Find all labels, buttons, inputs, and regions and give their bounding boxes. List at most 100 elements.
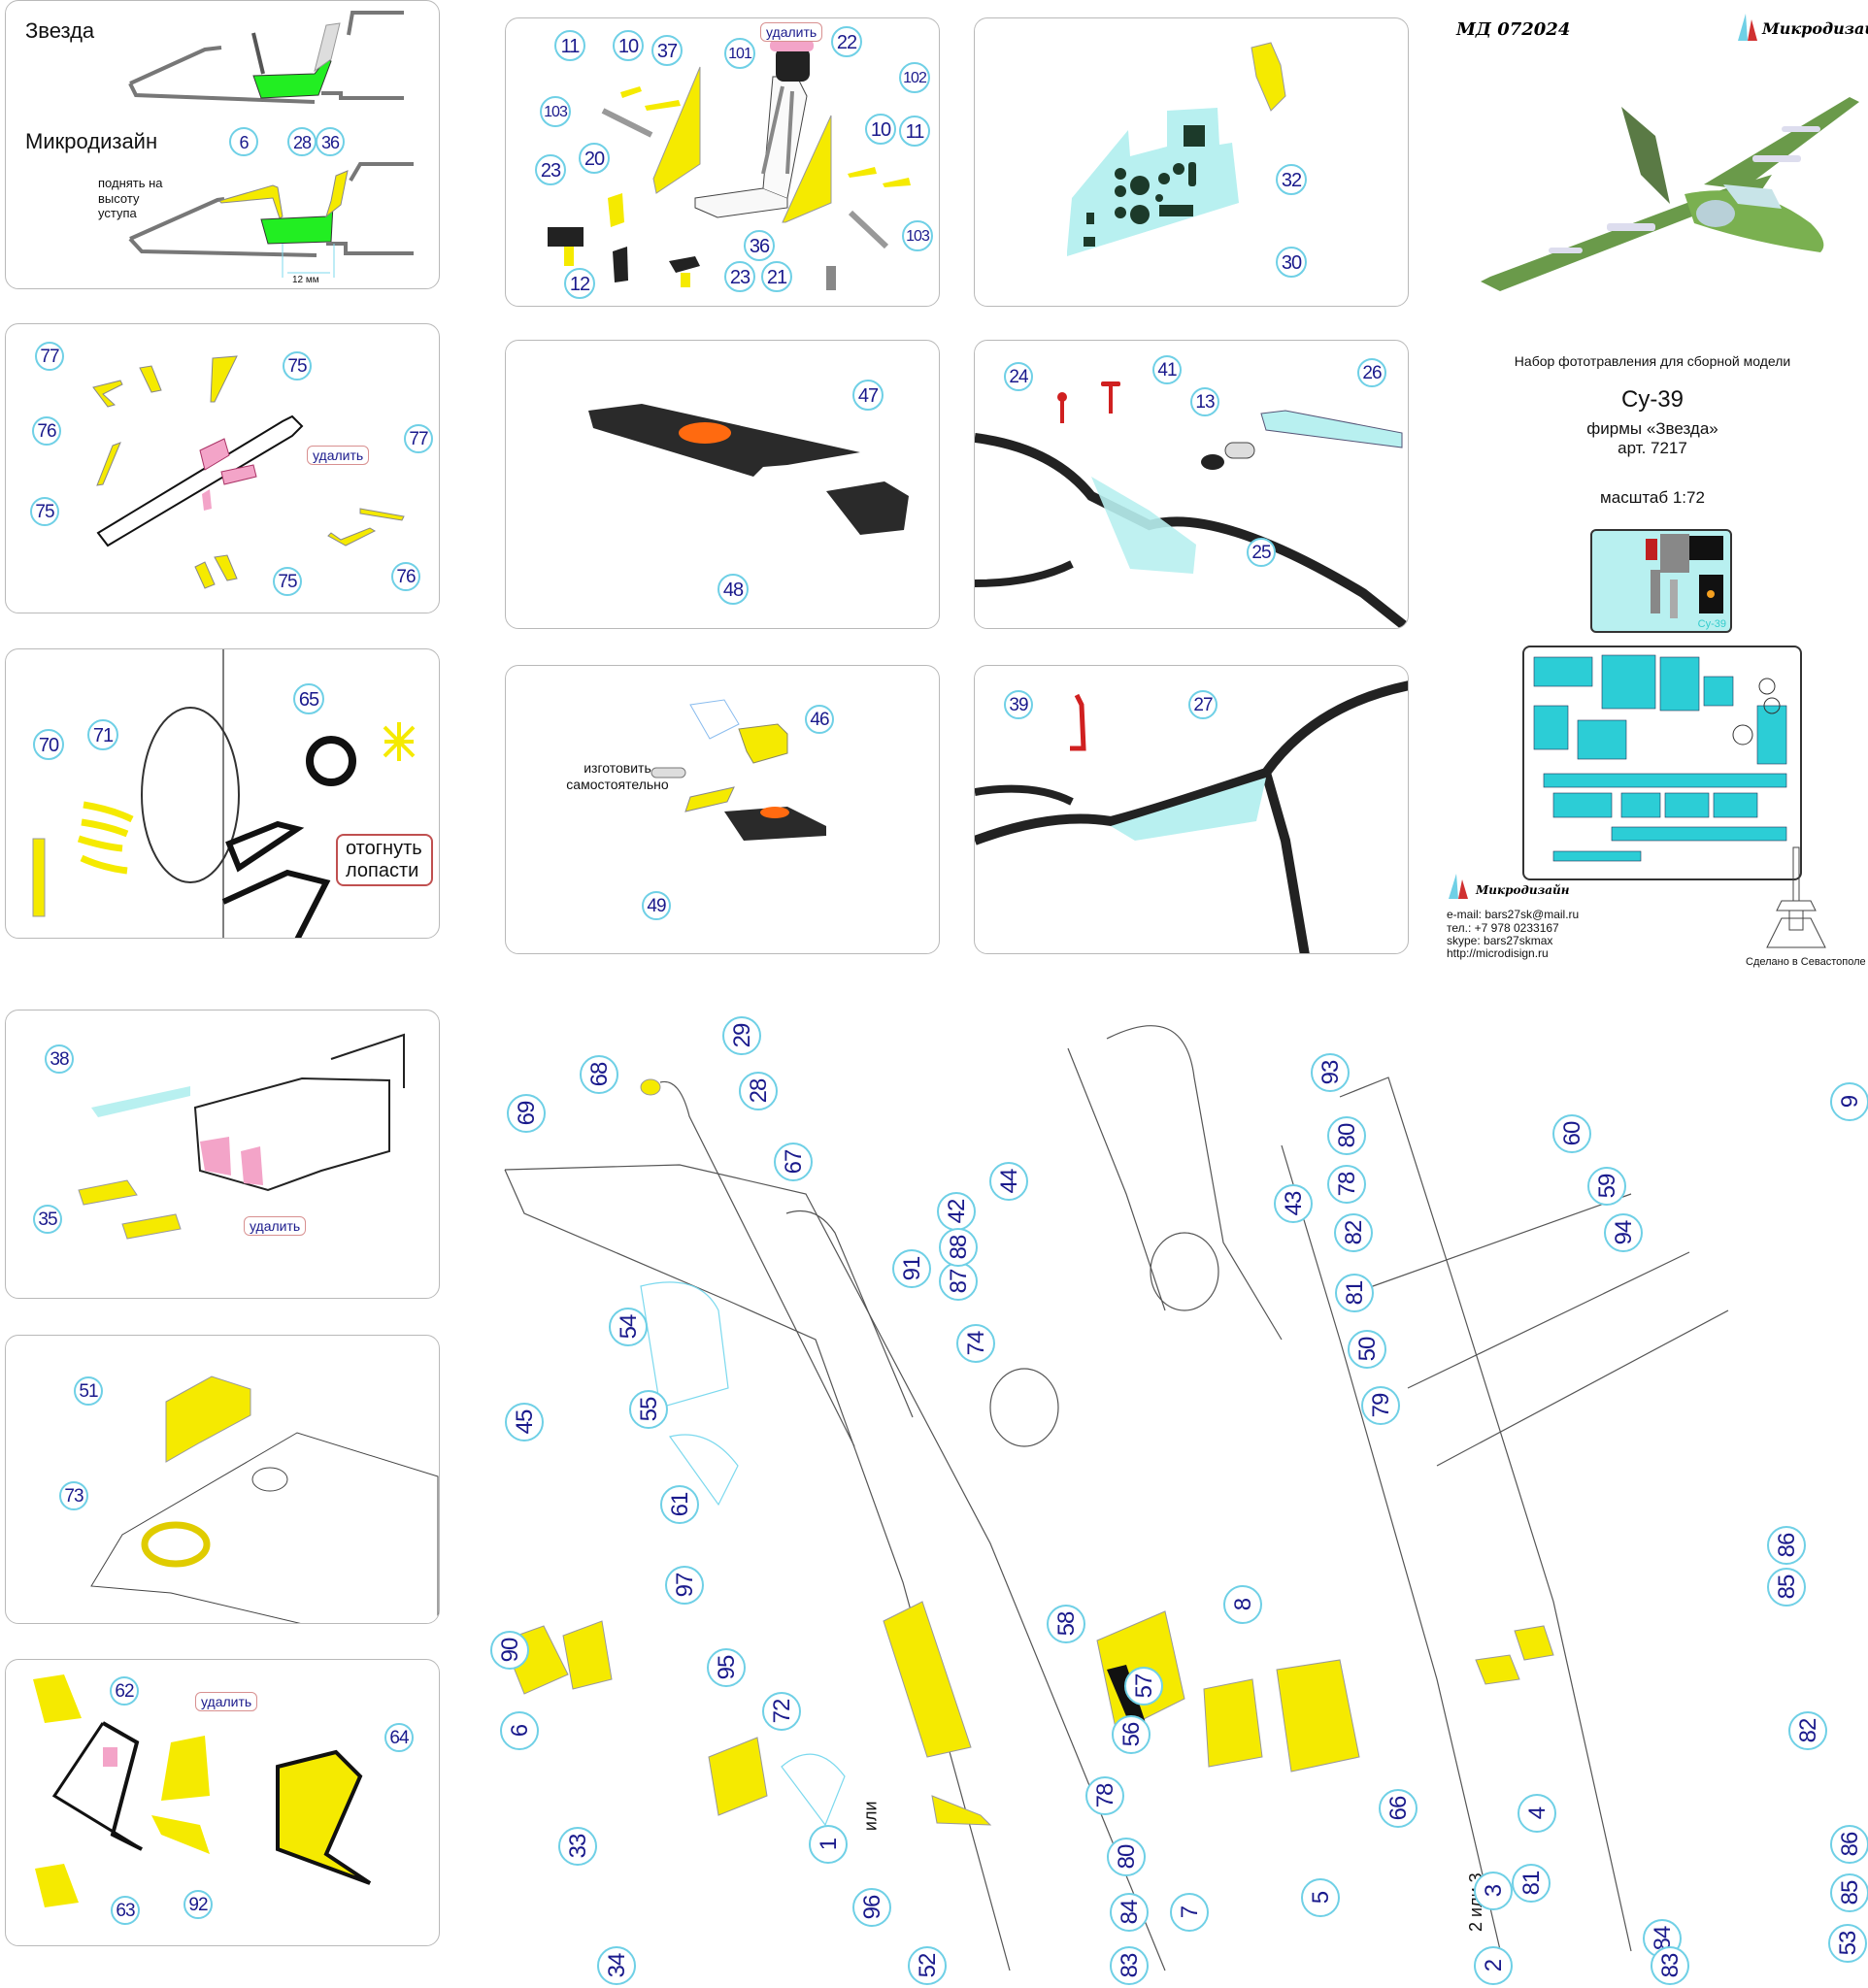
callout-main-97: 97 [665, 1566, 704, 1605]
gun-barrel-diagram [92, 355, 405, 589]
catalog-code: МД 072024 [1456, 19, 1571, 40]
side-console-diagram [78, 1033, 405, 1240]
callout-51: 51 [74, 1376, 103, 1406]
callout-49: 49 [642, 891, 671, 920]
callout-13: 13 [1190, 387, 1219, 416]
brand-logo [1736, 12, 1759, 43]
callout-10b: 10 [865, 114, 896, 145]
callout-75c: 75 [273, 567, 302, 596]
callout-main-55: 55 [629, 1390, 668, 1429]
callout-64: 64 [384, 1723, 414, 1752]
contact-skype: skype: bars27skmax [1447, 934, 1553, 947]
callout-48: 48 [717, 574, 749, 605]
callout-main-43: 43 [1274, 1184, 1313, 1223]
callout-main-61: 61 [660, 1485, 699, 1524]
callout-main-86: 86 [1767, 1526, 1806, 1565]
callout-102: 102 [899, 62, 930, 93]
callout-main-68: 68 [580, 1055, 618, 1094]
callout-92: 92 [183, 1890, 213, 1919]
callout-main-33: 33 [558, 1827, 597, 1866]
callout-main-93: 93 [1311, 1053, 1350, 1092]
panel-comparison: Звезда Микродизайн 6 28 36 поднять на вы… [5, 0, 440, 289]
fret-label: Су-39 [1697, 618, 1726, 630]
callout-26: 26 [1357, 358, 1386, 387]
callout-main-72: 72 [762, 1692, 801, 1731]
callout-36: 36 [744, 230, 775, 261]
callout-main-28: 28 [739, 1072, 778, 1110]
callout-6: 6 [229, 127, 258, 156]
callout-77b: 77 [404, 424, 433, 453]
callout-main-34: 34 [597, 1946, 636, 1985]
fret-preview-color: Су-39 [1590, 529, 1732, 633]
callout-28: 28 [287, 127, 317, 156]
callout-main-6: 6 [500, 1711, 539, 1750]
callout-main-83b: 83 [1651, 1946, 1689, 1985]
callout-23: 23 [535, 154, 566, 185]
callout-main-79: 79 [1361, 1386, 1400, 1425]
callout-39: 39 [1004, 690, 1033, 719]
bend-blades-tag: отогнуть лопасти [336, 834, 433, 886]
callout-63: 63 [111, 1896, 140, 1925]
callout-main-82: 82 [1334, 1213, 1373, 1252]
callout-21: 21 [761, 261, 792, 292]
callout-main-60: 60 [1552, 1114, 1591, 1153]
callout-main-90: 90 [490, 1631, 529, 1670]
callout-main-74: 74 [956, 1324, 995, 1363]
panel-gun: удалить 77 75 76 77 75 75 76 [5, 323, 440, 613]
wheel-fan-diagram [32, 649, 416, 938]
callout-62: 62 [110, 1676, 139, 1706]
contact-website[interactable]: http://microdisign.ru [1447, 946, 1549, 960]
callout-32: 32 [1276, 164, 1307, 195]
callout-23b: 23 [724, 261, 755, 292]
callout-main-94: 94 [1604, 1213, 1643, 1252]
callout-main-69: 69 [507, 1094, 546, 1133]
callout-35: 35 [33, 1205, 62, 1234]
callout-main-29: 29 [722, 1016, 761, 1055]
callout-main-87: 87 [939, 1262, 978, 1301]
remove-tag: удалить [760, 22, 823, 42]
canopy-side-diagram [975, 680, 1408, 953]
callout-main-54: 54 [609, 1308, 648, 1346]
callout-20: 20 [579, 143, 610, 174]
monument-icon [1766, 846, 1826, 948]
callout-main-50: 50 [1348, 1330, 1386, 1369]
callout-main-57: 57 [1124, 1667, 1163, 1706]
callout-24: 24 [1004, 362, 1033, 391]
callout-75: 75 [283, 351, 312, 381]
callout-main-1: 1 [809, 1825, 848, 1864]
callout-main-78b: 78 [1327, 1165, 1366, 1204]
callout-22: 22 [831, 26, 862, 57]
or-label-56-57: или [860, 1801, 881, 1832]
cockpit-section-diagram [128, 11, 414, 278]
callout-103b: 103 [902, 220, 933, 251]
contact-email[interactable]: e-mail: bars27sk@mail.ru [1447, 908, 1580, 921]
product-scale: масштаб 1:72 [1600, 488, 1705, 507]
product-subtitle: Набор фототравления для сборной модели [1514, 353, 1791, 369]
callout-main-81b: 81 [1512, 1864, 1551, 1903]
panel-instrument: 32 30 [974, 17, 1409, 307]
callout-36: 36 [316, 127, 345, 156]
callout-main-66: 66 [1379, 1789, 1418, 1828]
panel-canopy-frame: 24 41 13 26 25 [974, 340, 1409, 629]
panel-sight: изготовить самостоятельно 46 49 [505, 665, 940, 954]
contacts-brand: Микродизайн [1476, 883, 1570, 897]
callout-main-80: 80 [1107, 1838, 1146, 1876]
ejection-seat-diagram [548, 40, 911, 290]
callout-65: 65 [293, 683, 324, 714]
windscreen-frame-diagram [33, 1674, 372, 1907]
contacts-logo [1447, 872, 1470, 901]
callout-11b: 11 [899, 116, 930, 147]
callout-38: 38 [45, 1044, 74, 1074]
cockpit-floor-diagram [588, 404, 909, 535]
callout-main-5: 5 [1301, 1878, 1340, 1917]
callout-main-81: 81 [1335, 1274, 1374, 1312]
callout-main-85b: 85 [1830, 1873, 1868, 1912]
callout-main-52: 52 [908, 1946, 947, 1985]
callout-main-84: 84 [1110, 1893, 1149, 1932]
callout-main-82b: 82 [1788, 1711, 1827, 1750]
product-manufacturer: фирмы «Звезда» [1586, 419, 1718, 438]
callout-73: 73 [59, 1481, 88, 1510]
callout-76: 76 [32, 416, 61, 446]
brand-name: Микродизайн [1762, 19, 1868, 38]
callout-76b: 76 [391, 562, 420, 591]
